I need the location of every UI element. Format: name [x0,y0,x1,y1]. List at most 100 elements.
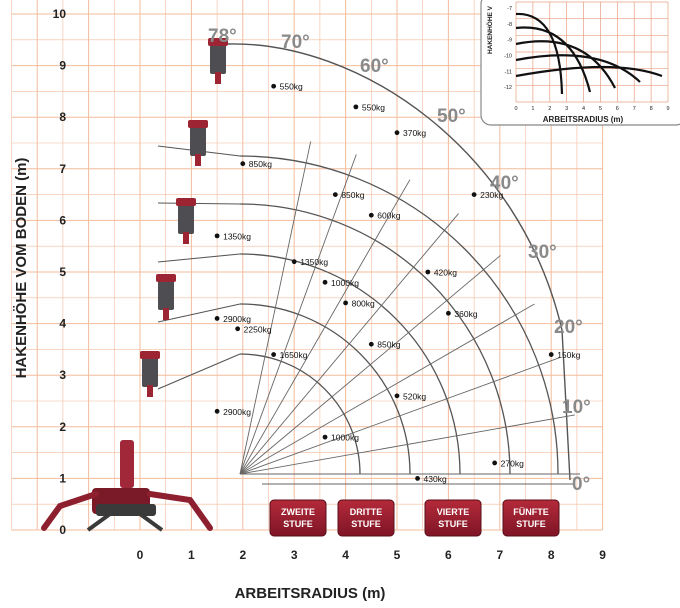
x-tick: 4 [342,548,349,562]
load-label: 2900kg [223,407,251,417]
stage-label: STUFE [438,519,468,529]
hook-line [157,353,241,390]
load-point [415,476,420,481]
hook-line [157,202,241,205]
load-point [214,233,220,239]
angle-ray [239,255,501,475]
angle-ray [239,357,560,475]
load-point [291,259,297,265]
inset-x-tick: 0 [514,106,517,112]
load-label: 360kg [454,309,477,319]
load-label: 230kg [480,190,503,200]
load-point [214,316,220,321]
angle-label: 50° [437,106,466,127]
load-label: 850kg [341,190,364,200]
angle-lines [239,141,580,485]
angle-label: 60° [360,56,389,77]
load-point [368,341,374,347]
y-tick: 9 [59,59,66,73]
hook-line [157,253,241,263]
stage-button[interactable]: FÜNFTE STUFE [502,499,560,537]
inset-x-tick: 7 [633,106,636,112]
x-axis-label: ARBEITSRADIUS (m) [235,585,386,602]
angle-ray [239,303,535,475]
hook-line [157,303,241,323]
stage-button[interactable]: DRITTE STUFE [337,499,395,537]
y-tick: 10 [53,7,67,21]
load-label: 420kg [434,268,457,278]
boom-arc [239,253,461,475]
angle-labels: 78°70°60°50°40°30°20°10°0° [208,26,591,495]
inset-x-tick: 3 [565,106,568,112]
x-tick: 9 [599,548,606,562]
inset-x-tick: 1 [531,106,534,112]
y-tick: 8 [59,110,66,124]
load-point [425,269,431,275]
inset-x-tick: 6 [616,106,619,112]
load-label: 520kg [403,391,426,401]
load-label: 2250kg [244,324,272,334]
inset-x-tick: 2 [548,106,551,112]
stage-label: FÜNFTE [513,507,549,517]
inset-x-tick: 5 [599,106,602,112]
boom-arc [239,155,559,475]
crane-boom [176,198,196,244]
load-point [240,161,246,167]
stage-label: DRITTE [350,507,383,517]
stage-label: STUFE [351,519,381,529]
load-label: 800kg [352,298,375,308]
inset-y-tick: -12 [504,85,512,91]
inset-x-tick: 4 [582,106,585,112]
angle-label: 20° [554,317,583,338]
stage-button[interactable]: VIERTE STUFE [424,499,482,537]
stage-label: STUFE [516,519,546,529]
crane-boom [140,351,160,397]
x-tick: 8 [548,548,555,562]
inset-y-tick: -11 [504,69,512,75]
inset-y-tick: -9 [507,38,512,44]
angle-label: 30° [528,242,557,263]
load-label: 550kg [362,102,385,112]
inset-x-tick: 9 [666,106,669,112]
crane-body [41,440,213,532]
load-label: 850kg [249,159,272,169]
y-tick: 6 [59,213,66,227]
boom-arcs [157,43,571,481]
load-label: 1350kg [223,231,251,241]
angle-ray [239,414,575,475]
angle-label: 40° [490,173,519,194]
stage-label: STUFE [283,519,313,529]
x-tick: 6 [445,548,452,562]
load-points: 550kg550kg370kg230kg850kg850kg600kg420kg… [214,82,581,484]
crane-illustration [41,38,228,532]
y-tick: 7 [59,162,66,176]
load-label: 2900kg [223,314,251,324]
inset-y-label: HAKENHÖHE V [485,5,494,54]
load-point [394,393,400,399]
stage-label: VIERTE [437,507,470,517]
load-label: 600kg [377,211,400,221]
y-tick: 1 [59,471,66,485]
load-point [332,192,338,198]
inset-y-tick: -7 [507,6,512,12]
y-tick: 2 [59,420,66,434]
x-tick: 0 [137,548,144,562]
y-tick: 3 [59,368,66,382]
load-point [343,300,348,306]
inset-y-tick: -10 [504,54,512,60]
angle-ray [239,179,411,475]
angle-ray [239,213,459,475]
angle-label: 70° [281,32,310,53]
x-tick: 7 [496,548,503,562]
load-label: 150kg [557,350,580,360]
x-tick: 3 [291,548,298,562]
load-label: 270kg [501,458,524,468]
load-point [368,212,374,218]
load-point [548,352,554,357]
boom-arc [239,203,511,475]
load-point [235,326,241,332]
